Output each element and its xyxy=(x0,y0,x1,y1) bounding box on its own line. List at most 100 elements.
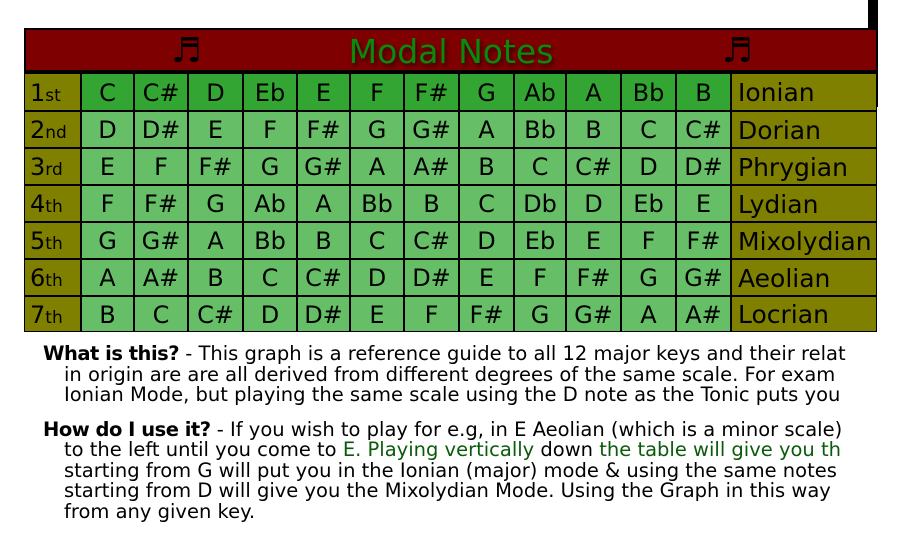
degree-suffix: th xyxy=(45,197,63,217)
page-title: Modal Notes xyxy=(348,32,554,71)
note-cell: F xyxy=(621,222,676,259)
note-cell: Eb xyxy=(514,222,566,259)
note-cell: E xyxy=(350,296,404,332)
note-cell: E xyxy=(459,259,514,296)
note-cell: F# xyxy=(566,259,621,296)
note-cell: A# xyxy=(676,296,731,332)
highlight-text: the table will give you th xyxy=(593,438,841,461)
title-bar: ♬ Modal Notes ♬ xyxy=(24,28,878,74)
note-cell: F# xyxy=(676,222,731,259)
note-cell: G# xyxy=(404,111,459,148)
note-cell: E xyxy=(188,111,243,148)
note-cell: C# xyxy=(676,111,731,148)
mode-name: Phrygian xyxy=(731,148,877,185)
note-cell: C# xyxy=(566,148,621,185)
mode-name: Ionian xyxy=(731,73,877,111)
note-cell: A# xyxy=(134,259,188,296)
note-cell: C xyxy=(514,148,566,185)
note-cell: B xyxy=(297,222,350,259)
note-cell: F# xyxy=(297,111,350,148)
note-cell: G xyxy=(459,73,514,111)
question-heading: How do I use it? xyxy=(43,417,211,441)
note-cell: C# xyxy=(404,222,459,259)
music-note-icon: ♬ xyxy=(722,31,753,71)
note-cell: A xyxy=(297,185,350,222)
note-cell: G# xyxy=(676,259,731,296)
note-cell: F xyxy=(134,148,188,185)
note-cell: C# xyxy=(134,73,188,111)
what-is-this-paragraph: What is this? - This graph is a referenc… xyxy=(43,342,900,406)
note-cell: E xyxy=(297,73,350,111)
degree-suffix: nd xyxy=(45,123,67,143)
note-cell: F# xyxy=(134,185,188,222)
note-cell: Db xyxy=(514,185,566,222)
how-to-use-paragraph: How do I use it? - If you wish to play f… xyxy=(43,417,900,523)
note-cell: D# xyxy=(134,111,188,148)
note-cell: D# xyxy=(676,148,731,185)
text-line-group: to the left until you come to E. Playing… xyxy=(43,438,900,461)
note-cell: B xyxy=(566,111,621,148)
note-cell: G xyxy=(81,222,134,259)
note-cell: B xyxy=(404,185,459,222)
note-cell: A xyxy=(621,296,676,332)
text-line: Ionian Mode, but playing the same scale … xyxy=(64,383,841,406)
note-cell: C xyxy=(81,73,134,111)
text-line: to the left until you come to xyxy=(64,438,343,461)
note-cell: C xyxy=(134,296,188,332)
note-cell: E xyxy=(676,185,731,222)
text-line-group: What is this? - This graph is a referenc… xyxy=(43,342,900,365)
note-cell: F xyxy=(514,259,566,296)
degree-suffix: th xyxy=(45,308,63,328)
note-cell: C xyxy=(243,259,297,296)
text-line: - This graph is a reference guide to all… xyxy=(179,342,846,365)
note-cell: A xyxy=(459,111,514,148)
degree-number: 2 xyxy=(30,116,46,144)
note-cell: G# xyxy=(566,296,621,332)
note-cell: D xyxy=(188,73,243,111)
degree-label: 5th xyxy=(24,222,81,259)
note-cell: E xyxy=(566,222,621,259)
note-cell: G xyxy=(188,185,243,222)
note-cell: F xyxy=(243,111,297,148)
note-cell: Ab xyxy=(514,73,566,111)
degree-label: 1st xyxy=(24,73,81,111)
note-cell: F xyxy=(81,185,134,222)
note-cell: D xyxy=(243,296,297,332)
text-line: - If you wish to play for e.g, in E Aeol… xyxy=(210,417,843,441)
text-line: from any given key. xyxy=(64,499,256,523)
degree-number: 6 xyxy=(30,264,46,292)
mode-name: Mixolydian xyxy=(731,222,877,259)
note-cell: D xyxy=(81,111,134,148)
note-cell: Bb xyxy=(350,185,404,222)
note-cell: A xyxy=(350,148,404,185)
degree-suffix: rd xyxy=(45,160,63,180)
note-cell: B xyxy=(459,148,514,185)
note-cell: E xyxy=(81,148,134,185)
note-cell: C xyxy=(621,111,676,148)
degree-number: 1 xyxy=(30,79,46,107)
bold-text: down xyxy=(540,438,594,461)
mode-name: Dorian xyxy=(731,111,877,148)
note-cell: B xyxy=(81,296,134,332)
note-cell: F# xyxy=(188,148,243,185)
text-line: in origin are are all derived from diffe… xyxy=(64,362,836,386)
question-heading: What is this? xyxy=(43,342,180,365)
note-cell: C# xyxy=(188,296,243,332)
note-cell: F xyxy=(404,296,459,332)
note-cell: F# xyxy=(404,73,459,111)
note-cell: G xyxy=(243,148,297,185)
mode-name: Lydian xyxy=(731,185,877,222)
degree-number: 3 xyxy=(30,153,46,181)
degree-label: 2nd xyxy=(24,111,81,148)
note-cell: F# xyxy=(459,296,514,332)
degree-label: 3rd xyxy=(24,148,81,185)
note-cell: D xyxy=(459,222,514,259)
note-cell: Eb xyxy=(621,185,676,222)
note-cell: F xyxy=(350,73,404,111)
degree-number: 7 xyxy=(30,301,46,329)
note-cell: C xyxy=(459,185,514,222)
highlight-text: E. Playing vertically xyxy=(342,438,541,461)
note-cell: A xyxy=(81,259,134,296)
note-cell: Ab xyxy=(243,185,297,222)
